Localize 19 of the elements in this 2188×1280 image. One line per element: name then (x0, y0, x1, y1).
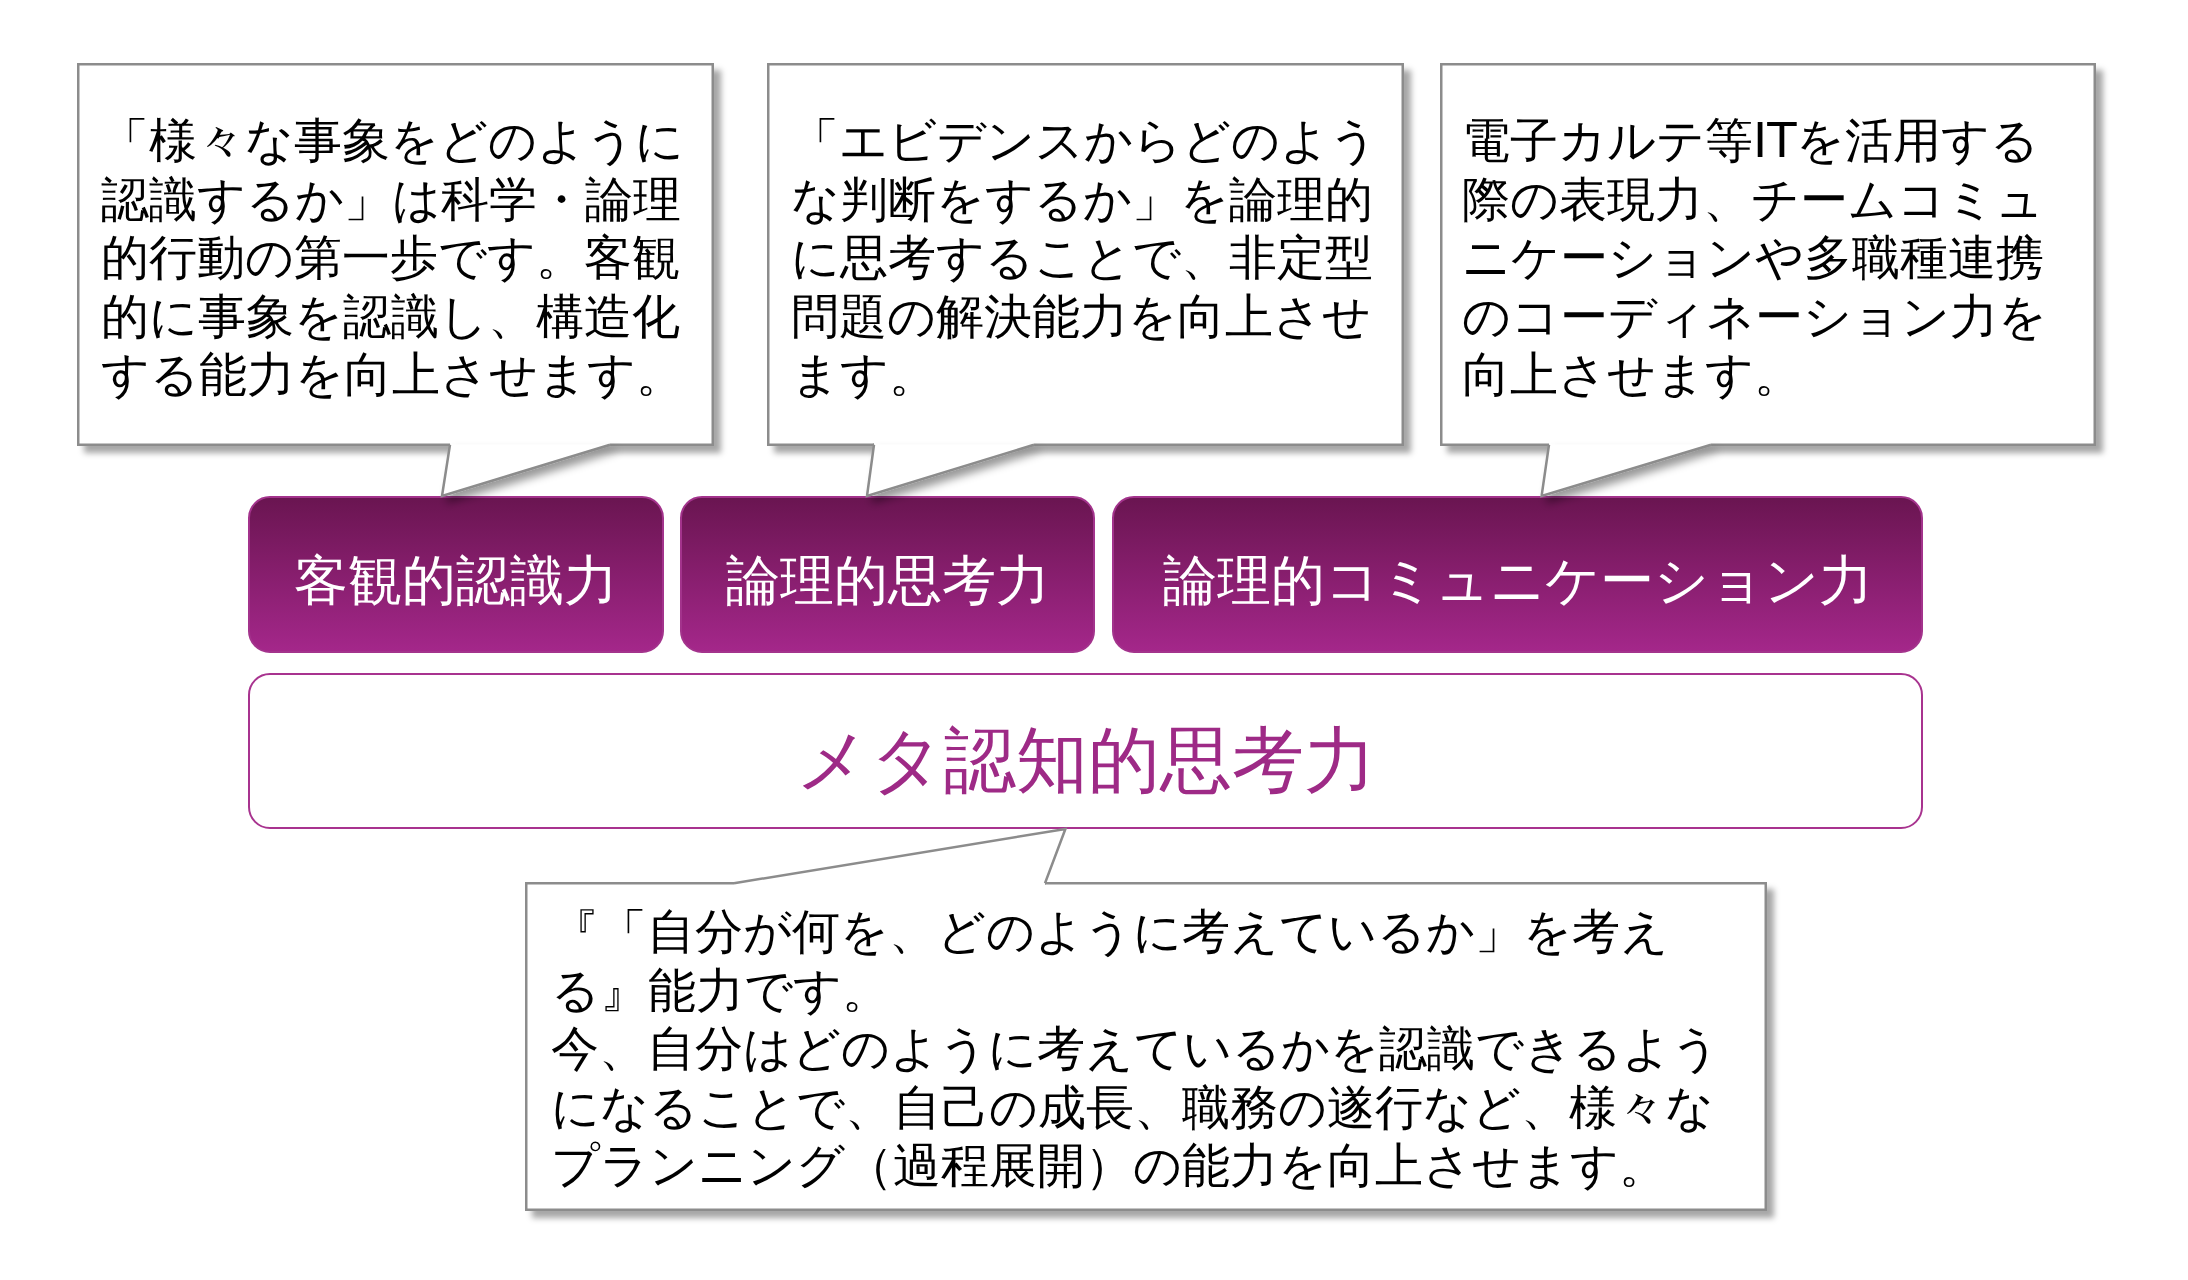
skill-bar (680, 496, 1095, 653)
speech-bubble-tail (440, 443, 612, 498)
skill-label: 客観的認識力 (294, 553, 618, 608)
speech-bubble-tail (865, 443, 1036, 498)
speech-bubble (1440, 63, 2096, 446)
description-text: 今、自分はどのように考えているかを認識できるようになることで、自己の成長、職務の遂行など、様々なプランニング（過程展開）の能力を向上させます。 (551, 1019, 1721, 1195)
skill-label: 論理的思考力 (725, 553, 1050, 608)
skill-label: 論理的コミュニケーション力 (1162, 553, 1873, 608)
skill-bar (248, 496, 664, 653)
description-text: 『「自分が何を、どのように考えているか」を考える』能力です。 (551, 902, 1670, 1020)
speech-bubble-tail (1540, 443, 1713, 498)
ability-label: メタ認知的思考力 (795, 724, 1376, 796)
speech-bubble-tail (732, 827, 1068, 885)
description-text: 電子カルテ等ITを活用する際の表現力、チームコミュニケーションや多職種連携のコーディネーション力を向上させます。 (1462, 111, 2048, 404)
speech-bubble (767, 63, 1404, 446)
speech-bubble (77, 63, 714, 446)
description-text: 「エビデンスからどのような判断をするか」を論理的に思考することで、非定型問題の解決能力を向上させます。 (791, 111, 1379, 404)
skill-bar (1112, 496, 1923, 653)
description-text: 「様々な事象をどのように認識するか」は科学・論理的行動の第一歩です。客観的に事象を認識し、構造化する能力を向上させます。 (101, 111, 685, 404)
